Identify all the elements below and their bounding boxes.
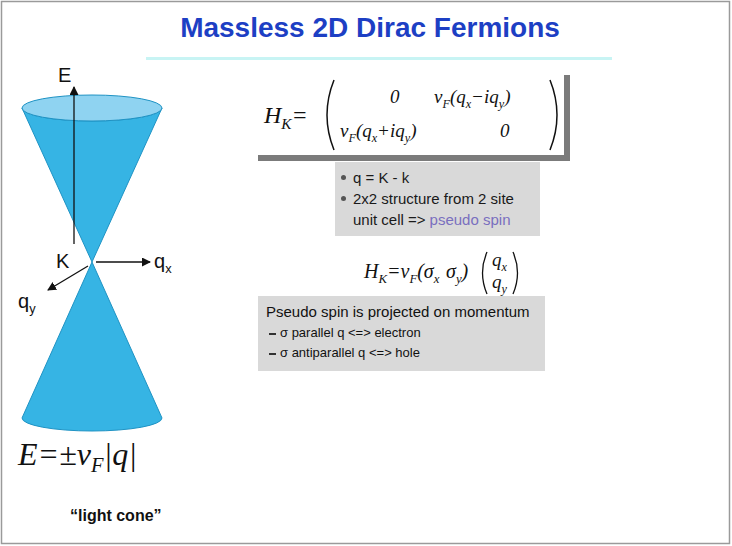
- matrix-entry-part: v: [434, 86, 442, 107]
- matrix-lhs-part: H: [264, 102, 281, 128]
- dispersion-formula: E=±vF|q|: [18, 436, 137, 483]
- matrix-entry-part: ): [504, 86, 510, 107]
- vector-entry-part: q: [492, 249, 502, 270]
- note-heading: Pseudo spin is projected on momentum: [266, 303, 529, 320]
- point-label: K: [56, 250, 69, 272]
- matrix-bracket: [550, 80, 557, 150]
- matrix-entry-part: +iq: [377, 120, 405, 141]
- dash-marker: [269, 333, 276, 335]
- matrix-box: HK=0vF(qx−iqy)vF(qx+iqy)0: [258, 75, 570, 161]
- note-item: σ parallel q <=> electron: [280, 325, 421, 340]
- bullet-line: q = K - k: [353, 167, 534, 188]
- caption-note: “light cone”: [70, 506, 162, 526]
- matrix-entry: 0: [500, 119, 510, 143]
- bullet-dot: [341, 175, 346, 180]
- hamiltonian-formula-part: y: [456, 272, 462, 286]
- dispersion-formula-part: |q|: [103, 436, 137, 472]
- matrix-entry-part: ): [410, 120, 416, 141]
- axis-label-part: q: [154, 250, 165, 272]
- hamiltonian-formula-part: (σ: [417, 260, 434, 282]
- upper-cone: [22, 108, 162, 262]
- axis-label-part: E: [58, 64, 71, 86]
- bullet-text: q = K - k: [353, 169, 409, 186]
- bullet-box: q = K - k 2x2 structure from 2 site unit …: [335, 162, 540, 236]
- matrix-entry-part: (q: [356, 120, 372, 141]
- hamiltonian-formula-part: σ: [446, 260, 456, 282]
- energy-axis: [73, 87, 74, 244]
- hamiltonian-formula-part: H: [364, 260, 378, 282]
- matrix-entry-part: F: [348, 131, 355, 145]
- axis-label: qx: [154, 250, 172, 280]
- dispersion-formula-part: F: [91, 454, 104, 476]
- bullet-line: 2x2 structure from 2 site unit cell =>ps…: [353, 188, 534, 230]
- matrix-entry: vF(qx+iqy): [340, 119, 416, 150]
- hamiltonian-formula-part: =v: [387, 260, 409, 282]
- hamiltonian-formula: HK=vF(σx: [364, 260, 439, 291]
- matrix-lhs-part: =: [292, 102, 308, 128]
- note-item: σ antiparallel q <=> hole: [280, 345, 420, 360]
- axis-label: qy: [18, 290, 36, 320]
- matrix-entry-part: 0: [500, 120, 510, 141]
- axis-label-part: y: [29, 301, 35, 316]
- cone-top-ellipse: [22, 95, 162, 121]
- note-heading-line: Pseudo spin is projected on momentum: [266, 301, 537, 323]
- slide-title: Massless 2D Dirac Fermions: [180, 12, 560, 43]
- hamiltonian-formula-part: K: [378, 272, 387, 286]
- dash-marker: [269, 353, 276, 355]
- vector-bracket: [483, 252, 488, 294]
- vector-entry-part: q: [492, 271, 502, 292]
- matrix-entry-part: y: [405, 131, 410, 145]
- matrix-entry-part: v: [340, 120, 348, 141]
- hamiltonian-formula-part: F: [409, 272, 417, 286]
- dispersion-formula-part: E=±v: [18, 436, 91, 472]
- axis-label-part: x: [165, 261, 171, 276]
- matrix-entry-part: x: [466, 97, 471, 111]
- note-item-line: σ parallel q <=> electron: [266, 323, 537, 343]
- caption-note-part: “light cone”: [70, 507, 162, 524]
- note-item-line: σ antiparallel q <=> hole: [266, 343, 537, 363]
- matrix-entry-part: y: [499, 97, 504, 111]
- hamiltonian-formula: σy): [446, 260, 468, 291]
- hamiltonian-formula-part: ): [462, 260, 469, 282]
- highlight-term: pseudo spin: [430, 211, 511, 228]
- vector-entry-part: y: [502, 282, 507, 296]
- axis-label-part: q: [18, 290, 29, 312]
- matrix-bracket: [327, 80, 334, 150]
- qx-axis: [96, 261, 150, 262]
- matrix-entry: 0: [390, 85, 400, 109]
- note-box: Pseudo spin is projected on momentum σ pa…: [258, 296, 545, 371]
- vector-entry-part: x: [502, 260, 507, 274]
- title-underline: [146, 57, 612, 60]
- matrix-entry: vF(qx−iqy): [434, 85, 510, 116]
- lower-cone: [22, 262, 162, 431]
- axis-label: E: [58, 64, 71, 86]
- hamiltonian-formula-part: x: [434, 272, 440, 286]
- matrix-entry-part: F: [442, 97, 449, 111]
- bullet-dot: [341, 196, 346, 201]
- point-label-part: K: [56, 250, 69, 272]
- matrix-entry-part: 0: [390, 86, 400, 107]
- matrix-entry-part: −iq: [471, 86, 499, 107]
- matrix-entry-part: (q: [450, 86, 466, 107]
- title-box: Massless 2D Dirac Fermions: [120, 12, 620, 44]
- matrix-lhs: HK=: [264, 101, 308, 138]
- matrix-lhs-part: K: [281, 115, 291, 132]
- vector-bracket: [513, 252, 518, 294]
- matrix-entry-part: x: [372, 131, 377, 145]
